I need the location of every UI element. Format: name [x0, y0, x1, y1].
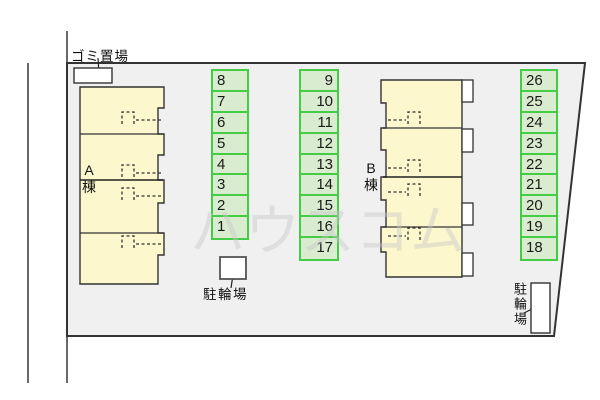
unit-entry-dashes	[388, 111, 421, 124]
parking-space: 8	[213, 71, 247, 92]
parking-space: 16	[301, 217, 337, 239]
parking-space: 25	[522, 91, 556, 113]
parking-space: 9	[301, 71, 337, 92]
parking-space: 3	[213, 175, 247, 197]
parking-column-middle: 9 10 11 12 13 14 15 16 17	[299, 69, 339, 262]
parking-space: 2	[213, 196, 247, 218]
building-a	[79, 86, 165, 285]
building-a-label-line1: A	[84, 162, 94, 178]
parking-space: 15	[301, 196, 337, 218]
parking-space: 1	[213, 217, 247, 239]
parking-space: 5	[213, 133, 247, 155]
building-a-label-line2: 棟	[82, 178, 96, 195]
bike-box-south	[219, 256, 247, 280]
unit-entry-dashes	[388, 227, 421, 240]
parking-space: 17	[301, 238, 337, 260]
parking-space: 10	[301, 91, 337, 113]
parking-space: 26	[522, 71, 556, 92]
parking-space: 22	[522, 154, 556, 176]
unit-entry-dashes	[388, 159, 421, 172]
parking-column-left: 8 7 6 5 4 3 2 1	[211, 69, 249, 241]
parking-space: 12	[301, 133, 337, 155]
parking-space: 13	[301, 154, 337, 176]
parking-space: 7	[213, 91, 247, 113]
parking-space: 11	[301, 112, 337, 134]
parking-space: 18	[522, 238, 556, 260]
parking-space: 19	[522, 217, 556, 239]
building-b-label-line1: B	[366, 160, 376, 176]
stairwell-box	[461, 79, 474, 103]
unit-entry-dashes	[121, 235, 162, 248]
stairwell-box	[461, 202, 474, 226]
bike-parking-south-label: 駐輪場	[203, 287, 248, 302]
parking-space: 20	[522, 196, 556, 218]
parking-space: 21	[522, 175, 556, 197]
bike-parking-east-label: 駐輪場	[512, 282, 527, 327]
parking-column-right: 26 25 24 23 22 21 20 19 18	[520, 69, 558, 262]
garbage-area-label: ゴミ置場	[71, 49, 129, 64]
unit-entry-dashes	[121, 187, 162, 200]
unit-entry-dashes	[388, 183, 421, 196]
building-b-label-line2: 棟	[364, 176, 378, 193]
bike-box-east	[530, 282, 551, 334]
stairwell-box	[461, 128, 474, 153]
garbage-box	[73, 67, 113, 84]
parking-space: 6	[213, 112, 247, 134]
parking-space: 23	[522, 133, 556, 155]
parking-space: 4	[213, 154, 247, 176]
unit-entry-dashes	[121, 111, 162, 124]
unit-entry-dashes	[121, 164, 162, 177]
building-b	[380, 79, 463, 278]
parking-space: 14	[301, 175, 337, 197]
stairwell-box	[461, 252, 474, 277]
parking-space: 24	[522, 112, 556, 134]
